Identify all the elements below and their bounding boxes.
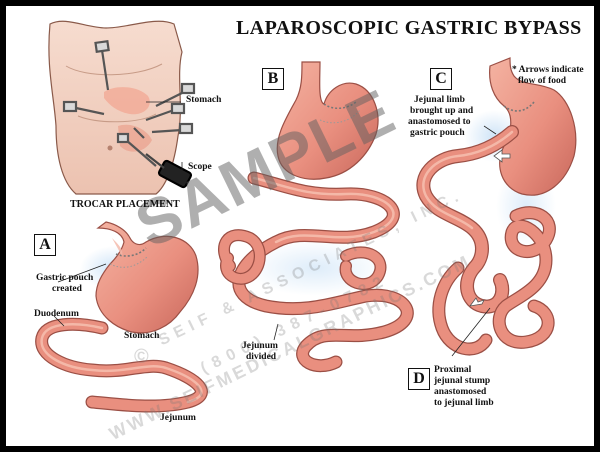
label-proximal-1: Proximal bbox=[434, 365, 472, 375]
flow-arrows bbox=[469, 149, 511, 307]
leader-lines bbox=[53, 101, 497, 357]
trocar-instruments bbox=[62, 39, 196, 189]
label-proximal-2: jejunal stump bbox=[434, 376, 491, 386]
label-stomach-a: Stomach bbox=[124, 331, 160, 341]
stomach-b bbox=[276, 61, 379, 180]
label-jejunal-limb-2: brought up and bbox=[410, 106, 474, 116]
stomach-c bbox=[489, 57, 577, 196]
diagram-title: LAPAROSCOPIC GASTRIC BYPASS bbox=[236, 17, 582, 39]
panel-label-d: D bbox=[408, 368, 430, 390]
torso-illustration bbox=[48, 20, 183, 195]
panel-label-b: B bbox=[262, 68, 284, 90]
label-duodenum: Duodenum bbox=[34, 309, 79, 319]
duodenum-jejunum-a bbox=[35, 317, 208, 413]
label-arrows-note-1: * Arrows indicate bbox=[512, 65, 584, 75]
label-stomach-top: Stomach bbox=[186, 95, 222, 105]
label-proximal-4: to jejunal limb bbox=[434, 398, 494, 408]
label-jejunal-limb-4: gastric pouch bbox=[410, 128, 465, 138]
label-gastric-pouch-1: Gastric pouch bbox=[36, 273, 94, 283]
stomach-a bbox=[95, 221, 199, 334]
label-jejunum: Jejunum bbox=[160, 413, 196, 423]
roux-limb-c bbox=[416, 125, 556, 356]
label-gastric-pouch-2: created bbox=[52, 284, 82, 294]
panel-label-a: A bbox=[34, 234, 56, 256]
label-proximal-3: anastomosed bbox=[434, 387, 487, 397]
label-arrows-note-2: flow of food bbox=[518, 76, 567, 86]
label-jejunum-divided-2: divided bbox=[246, 352, 277, 362]
label-jejunum-divided-1: Jejunum bbox=[242, 341, 278, 351]
intestine-loops-b bbox=[218, 171, 414, 373]
label-jejunal-limb-3: anastomosed to bbox=[408, 117, 471, 127]
illustration bbox=[35, 20, 577, 413]
panel-label-c: C bbox=[430, 68, 452, 90]
label-jejunal-limb-1: Jejunal limb bbox=[414, 95, 465, 105]
label-scope: Scope bbox=[188, 162, 212, 172]
label-trocar-placement: TROCAR PLACEMENT bbox=[70, 199, 180, 210]
watermark-copyright: © bbox=[134, 346, 149, 368]
